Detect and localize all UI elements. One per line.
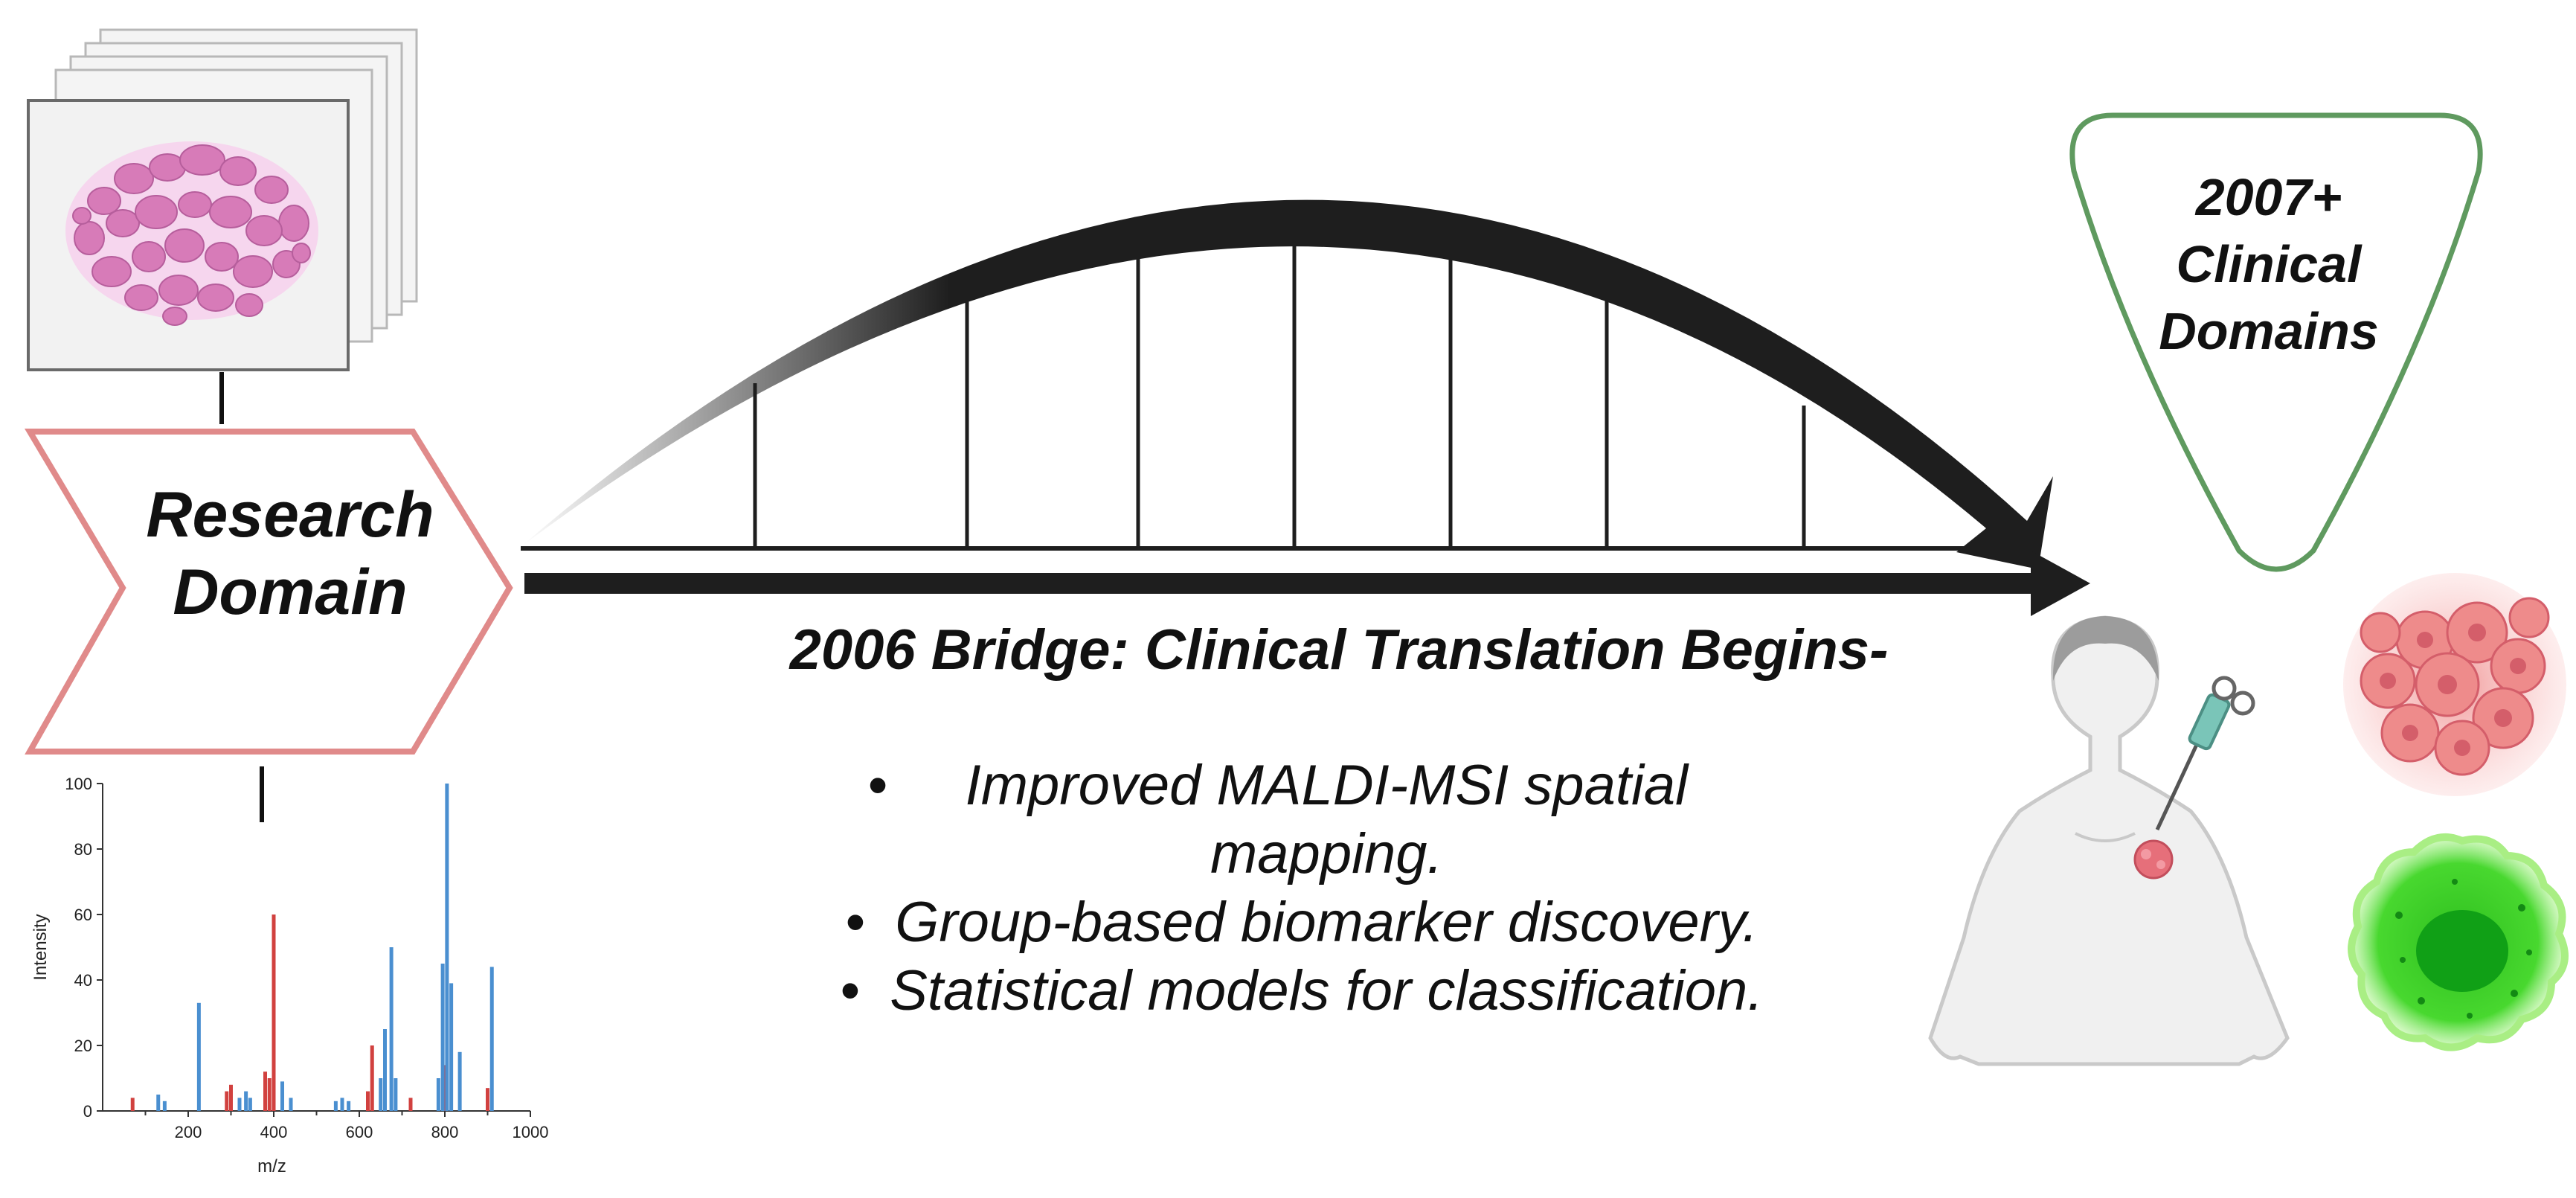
bullet-dot-icon: • [840, 959, 861, 1022]
spectrum-peak-blue [156, 1095, 161, 1111]
spectrum-peak-red [443, 1065, 447, 1111]
spectrum-peak-blue [162, 1101, 167, 1111]
research-label-line1: Research [146, 479, 434, 551]
spectrum-peak-red [272, 914, 276, 1111]
y-tick-label: 40 [74, 971, 92, 990]
x-tick-label: 800 [431, 1123, 459, 1141]
spectrum-peak-blue [333, 1101, 338, 1111]
research-domain-chevron [24, 429, 513, 755]
bridge-title: 2006 Bridge: Clinical Translation Begins… [789, 618, 1889, 682]
bullet-dot-icon: • [845, 891, 866, 954]
x-axis-label: m/z [257, 1156, 286, 1176]
spectrum-peak-blue [445, 784, 449, 1111]
bridge-bullet-list: • Improved MALDI-MSI spatial mapping. • … [744, 752, 1860, 1025]
clinical-label-line3: Domains [2159, 302, 2379, 360]
spectrum-peak-red [366, 1091, 370, 1111]
x-tick-label: 1000 [513, 1123, 549, 1141]
clinical-label-line2: Clinical [2176, 235, 2362, 293]
spectrum-peak-blue [280, 1081, 284, 1111]
spectrum-peak-blue [244, 1091, 248, 1111]
bullet-item: • Improved MALDI-MSI spatial mapping. [744, 752, 1860, 888]
bridge-arrowhead [2031, 551, 2090, 616]
x-tick-label: 200 [175, 1123, 202, 1141]
bullet-text: Improved MALDI-MSI spatial mapping. [965, 754, 1688, 885]
spectrum-peak-blue [347, 1101, 351, 1111]
spectrum-peak-red [267, 1078, 272, 1111]
clinical-label-line1: 2007+ [2195, 168, 2342, 226]
spectrum-peak-blue [248, 1098, 252, 1111]
bullet-text: Group-based biomarker discovery. [895, 891, 1758, 954]
spectrum-peak-red [408, 1098, 413, 1111]
spectrum-peak-red [370, 1045, 374, 1111]
x-tick-label: 400 [260, 1123, 288, 1141]
spectrum-peak-red [225, 1091, 229, 1111]
fluorescent-cell-icon [2348, 833, 2569, 1051]
spectrum-peak-blue [289, 1098, 293, 1111]
bullet-dot-icon: • [867, 754, 888, 817]
spectrum-peak-blue [449, 983, 454, 1111]
spectrum-peak-blue [340, 1098, 344, 1111]
spectrum-peak-red [229, 1084, 233, 1111]
bullet-item: • Statistical models for classification. [744, 957, 1860, 1025]
spectrum-peak-blue [383, 1029, 387, 1111]
mass-spectrum-chart: 0 20 40 60 80 100 200 400 600 800 1000 m/z Intensity [30, 775, 549, 1176]
clinical-domains-triangle [2069, 112, 2483, 572]
y-tick-label: 60 [74, 906, 92, 924]
y-axis-label: Intensity [30, 914, 51, 980]
spectrum-peak-blue [379, 1078, 383, 1111]
y-tick-label: 0 [83, 1102, 92, 1121]
bridge-icon [521, 199, 2090, 616]
tissue-slide-stack-icon [27, 28, 418, 371]
spectrum-peak-red [130, 1098, 135, 1111]
spectrum-peak-blue [436, 1078, 440, 1111]
research-domain-label: Research Domain [112, 476, 469, 631]
spectrum-peak-red [486, 1088, 489, 1111]
x-tick-label: 600 [346, 1123, 373, 1141]
tumor-cell-cluster-icon [2343, 573, 2566, 796]
clinical-domains-label: 2007+ Clinical Domains [2083, 164, 2455, 365]
research-label-line2: Domain [173, 557, 408, 628]
y-tick-label: 100 [65, 775, 92, 793]
spectrum-peak-blue [489, 967, 494, 1111]
spectrum-peak-blue [440, 964, 445, 1111]
y-tick-label: 80 [74, 840, 92, 859]
spectrum-peak-blue [389, 947, 394, 1111]
patient-with-syringe-icon [1928, 615, 2290, 1066]
spectrum-peak-blue [457, 1051, 462, 1111]
spectrum-peak-blue [196, 1002, 201, 1111]
spectrum-peak-blue [394, 1078, 398, 1111]
spectrum-peak-blue [237, 1098, 242, 1111]
y-tick-label: 20 [74, 1037, 92, 1055]
spectrum-peak-red [263, 1072, 267, 1111]
bullet-item: • Group-based biomarker discovery. [744, 888, 1860, 957]
bullet-text: Statistical models for classification. [890, 959, 1764, 1022]
